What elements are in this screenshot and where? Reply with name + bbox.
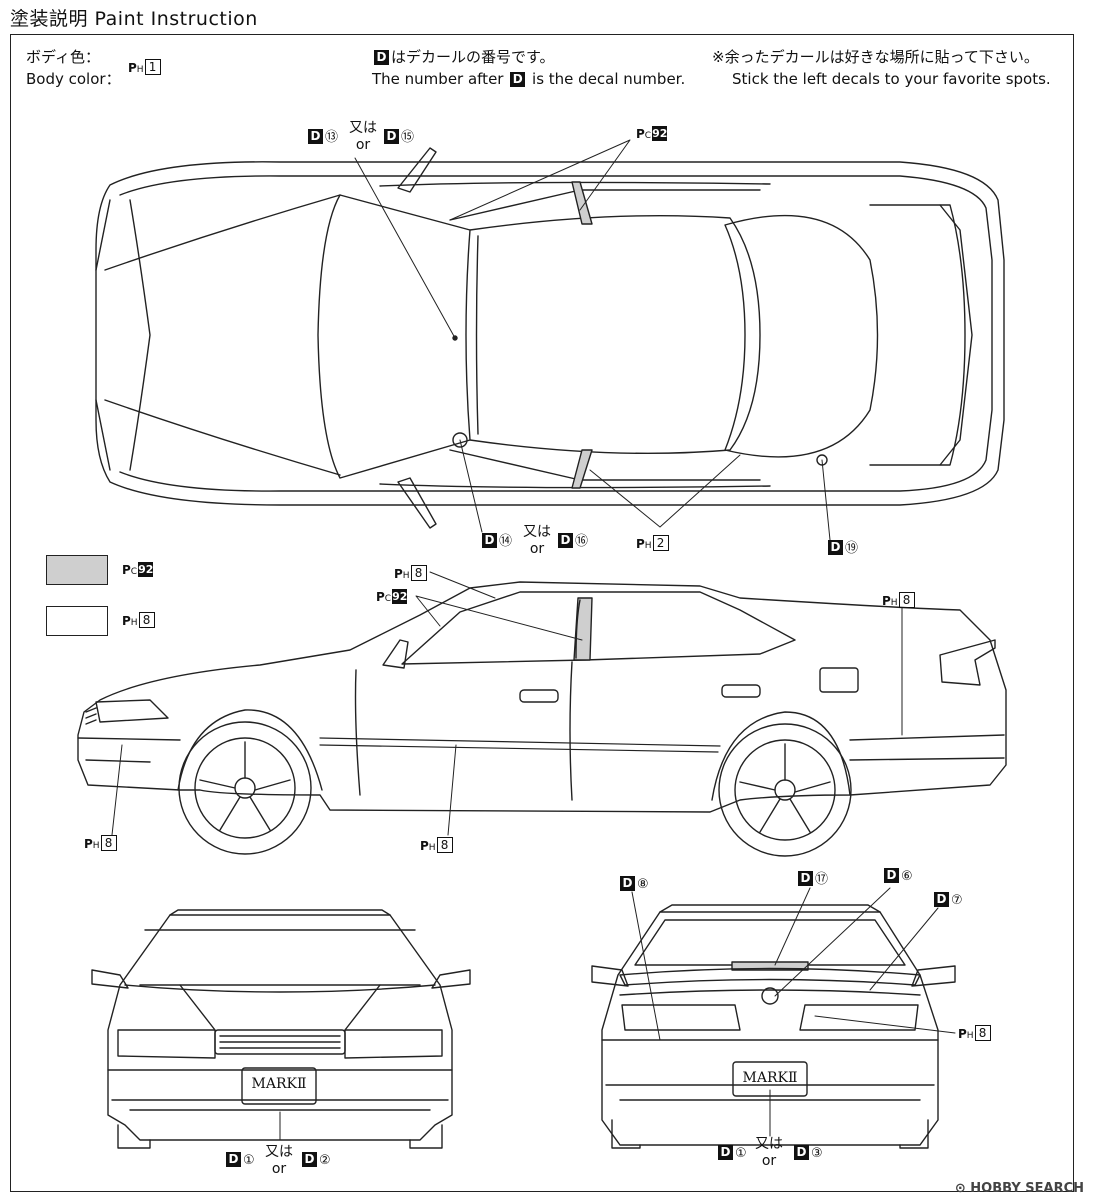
callout-mid-or: 又は or bbox=[523, 524, 551, 557]
top-view-car bbox=[95, 147, 1005, 529]
watermark-icon: ⊙ bbox=[954, 1181, 971, 1196]
leftover-note-jp: ※余ったデカールは好きな場所に貼って下さい。 bbox=[712, 48, 1039, 66]
decal-marker-inline: D bbox=[510, 72, 526, 87]
callout-rear-or: 又は or bbox=[755, 1136, 783, 1169]
decal-note-en-post: is the decal number. bbox=[532, 70, 686, 88]
watermark: ⊙ HOBBY SEARCH bbox=[954, 1181, 1084, 1196]
rear-license-plate: MARKⅡ bbox=[742, 1070, 798, 1086]
front-license-plate: MARKⅡ bbox=[251, 1076, 307, 1092]
leftover-note-en: Stick the left decals to your favorite s… bbox=[732, 70, 1051, 88]
callout-side-pc92: PC92 bbox=[376, 589, 408, 604]
decal-note-jp: はデカールの番号です。 bbox=[391, 48, 555, 66]
callout-top-or: 又は or bbox=[349, 120, 377, 153]
callout-front-or: 又は or bbox=[265, 1144, 293, 1177]
body-color-label-jp: ボディ色： bbox=[26, 48, 100, 66]
body-color-block: ボディ色： Body color： bbox=[26, 46, 121, 90]
decal-marker: D bbox=[374, 50, 389, 65]
side-view-car bbox=[77, 581, 1007, 857]
legend-swatch-ph8 bbox=[46, 606, 108, 636]
body-color-label-en: Body color： bbox=[26, 70, 121, 88]
legend-swatch-pc92 bbox=[46, 555, 108, 585]
legend-label-pc92: PC92 bbox=[122, 562, 154, 577]
decal-note-en-pre: The number after bbox=[372, 70, 504, 88]
instruction-frame bbox=[10, 34, 1074, 1192]
leftover-note-block: ※余ったデカールは好きな場所に貼って下さい。 Stick the left de… bbox=[712, 46, 1051, 90]
rear-view-car bbox=[591, 904, 956, 1149]
front-view-car bbox=[91, 909, 471, 1149]
page-title: 塗装説明 Paint Instruction bbox=[10, 8, 258, 30]
callout-top-pc92: PC92 bbox=[636, 126, 668, 141]
